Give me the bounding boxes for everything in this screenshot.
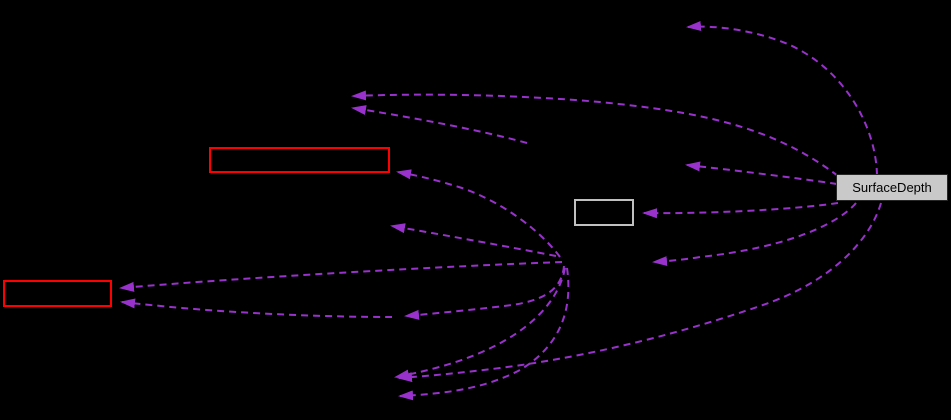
red-node-left[interactable] bbox=[3, 280, 112, 307]
edge-hub-to-bottom-2 bbox=[398, 267, 570, 401]
edge-hub-to-red-left-2 bbox=[120, 298, 393, 318]
edge-bottom-sweep bbox=[397, 202, 882, 383]
surface-depth-label: SurfaceDepth bbox=[852, 180, 932, 195]
surface-depth-node[interactable]: SurfaceDepth bbox=[836, 174, 948, 201]
red-node-top[interactable] bbox=[209, 147, 390, 173]
edge-upper-left-1 bbox=[351, 90, 839, 177]
edge-hub-to-lower-left bbox=[404, 265, 565, 320]
edge-hub-to-red-left-1 bbox=[119, 261, 563, 292]
edge-hub-to-red-top bbox=[396, 169, 561, 258]
edge-top-arc bbox=[686, 21, 878, 176]
edge-hub-to-left-mid bbox=[390, 223, 557, 257]
edge-upper-left-2 bbox=[351, 105, 528, 144]
edge-to-gray-node bbox=[642, 202, 839, 219]
edge-to-hub bbox=[652, 202, 857, 267]
gray-node-center[interactable] bbox=[574, 199, 634, 226]
edge-mid-right bbox=[685, 161, 838, 185]
edge-hub-to-bottom-1 bbox=[394, 267, 566, 380]
